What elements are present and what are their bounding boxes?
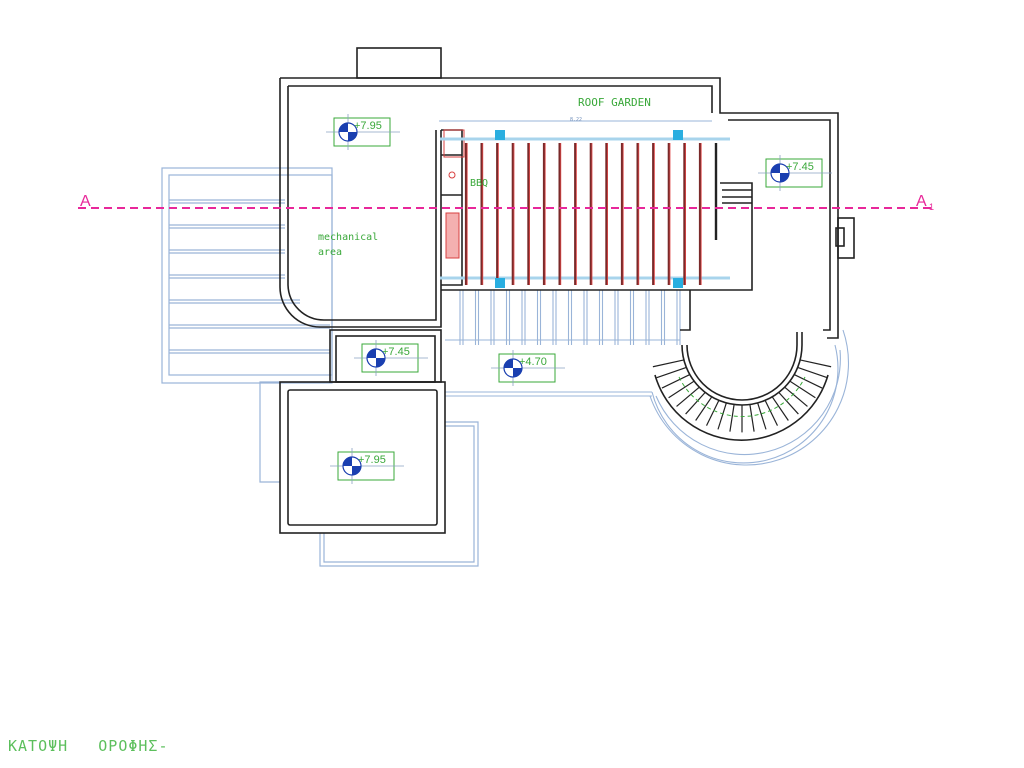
stair-tread: [661, 374, 691, 389]
stair-tread: [685, 392, 706, 415]
level-bottom-room: +7.95: [330, 448, 404, 484]
section-label-right-sub: 1: [929, 202, 934, 212]
dimension-label: 8.22: [570, 117, 582, 123]
level-mechanical: +7.95: [326, 114, 400, 150]
stair-tread: [784, 386, 808, 407]
stair-tread: [749, 404, 755, 432]
stair-tread: [717, 402, 727, 430]
stair-tread: [771, 396, 789, 421]
stair-direction: [678, 376, 806, 417]
level-value: +4.70: [519, 356, 547, 368]
stair-tread: [668, 380, 695, 399]
stair-tread: [793, 374, 823, 389]
section-label-right: A: [916, 193, 927, 210]
stair-tread: [695, 396, 713, 421]
section-line-a: A A 1: [78, 193, 935, 212]
stair-tread: [799, 359, 832, 368]
level-value: +7.45: [382, 346, 410, 358]
stair-tread: [778, 392, 799, 415]
level-value: +7.95: [358, 454, 386, 466]
level-deck: +4.70: [491, 350, 565, 386]
stair-tread: [656, 366, 687, 379]
stair-tread: [676, 386, 700, 407]
stair-tread: [757, 402, 767, 430]
level-value: +7.95: [354, 120, 382, 132]
bbq-label: BBQ: [470, 178, 488, 189]
stair-tread: [764, 400, 779, 426]
roof-garden-label: ROOF GARDEN: [578, 96, 651, 109]
stair-tread: [789, 380, 816, 399]
stair-tread: [797, 366, 828, 379]
mechanical-label: mechanical: [318, 232, 378, 243]
stair-tread: [652, 359, 685, 368]
bbq-unit: [443, 129, 465, 259]
level-value: +7.45: [786, 161, 814, 173]
level-right-wing: +7.45: [758, 155, 832, 191]
section-label-left: A: [80, 193, 91, 210]
level-small-room: +7.45: [354, 340, 428, 376]
stair-tread: [729, 404, 735, 432]
drawing-title: ΚΑΤΟΨΗ ΟΡΟΦΗΣ-: [8, 737, 169, 755]
area-label: area: [318, 247, 342, 258]
pergola: [439, 120, 730, 288]
walls: [279, 47, 855, 534]
left-terrace: [161, 167, 479, 567]
lower-deck: [445, 290, 850, 466]
stair-tread: [705, 400, 720, 426]
